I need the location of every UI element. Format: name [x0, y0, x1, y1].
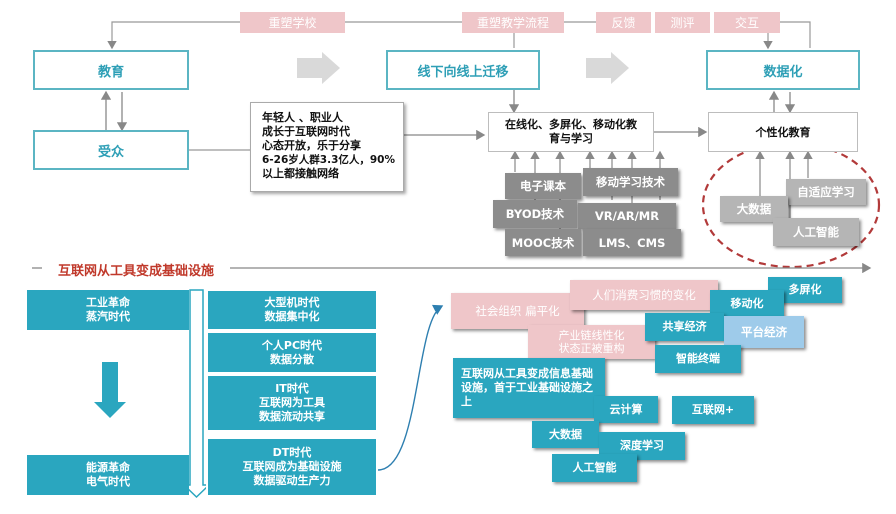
audience-line-2: 成长于互联网时代	[262, 125, 350, 138]
tag-mobile-learning: 移动学习技术	[583, 168, 678, 196]
audience-line-5: 以上都接触网络	[262, 167, 339, 180]
audience-line-1: 年轻人 、职业人	[262, 111, 343, 124]
cloud-sharing: 共享经济	[645, 313, 724, 341]
era-industrial: 工业革命 蒸汽时代	[27, 290, 189, 330]
box-audience: 受众	[33, 130, 189, 170]
era-energy: 能源革命 电气时代	[27, 455, 189, 495]
audience-line-3: 心态开放，乐于分享	[262, 139, 361, 152]
tag-assessment: 测评	[655, 12, 710, 33]
tag-bigdata-personal: 大数据	[720, 196, 788, 222]
tag-byod: BYOD技术	[493, 200, 577, 228]
cloud-internet-plus: 互联网+	[672, 396, 754, 424]
cloud-social-org: 社会组织 扁平化	[451, 293, 584, 329]
box-personalized: 个性化教育	[708, 112, 858, 152]
era-dt: DT时代 互联网成为基础设施 数据驱动生产力	[206, 437, 378, 497]
cloud-internet-info: 互联网从工具变成信息基础设施，首于工业基础设施之上	[453, 358, 605, 418]
tag-reshape-school: 重塑学校	[240, 12, 345, 33]
tag-mooc: MOOC技术	[505, 229, 581, 256]
tag-vr: VR/AR/MR	[578, 203, 676, 229]
cloud-cloud-computing: 云计算	[594, 396, 658, 423]
cloud-consumption: 人们消费习惯的变化	[570, 280, 718, 310]
box-online-multiscreen: 在线化、多屏化、移动化教育与学习	[488, 112, 654, 152]
box-digitization: 数据化	[706, 50, 860, 90]
box-education: 教育	[33, 50, 189, 90]
box-online-migration: 线下向线上迁移	[386, 50, 540, 90]
tag-adaptive-learning: 自适应学习	[786, 179, 866, 205]
tag-ai-personal: 人工智能	[773, 218, 859, 246]
tag-lms: LMS、CMS	[583, 229, 681, 256]
tag-reshape-teaching: 重塑教学流程	[462, 12, 564, 33]
tag-interaction: 交互	[714, 12, 780, 33]
era-pc: 个人PC时代 数据分散	[206, 331, 378, 374]
audience-line-4: 6-26岁人群3.3亿人，90%	[262, 154, 396, 166]
era-it: IT时代 互联网为工具 数据流动共享	[206, 374, 378, 432]
cloud-ai: 人工智能	[552, 454, 637, 482]
audience-description	[250, 102, 404, 192]
era-mainframe: 大型机时代 数据集中化	[206, 289, 378, 331]
cloud-bigdata: 大数据	[532, 421, 599, 448]
cloud-industry-chain: 产业链线性化 状态正被重构	[528, 325, 655, 359]
tag-feedback: 反馈	[596, 12, 651, 33]
axis-label: 互联网从工具变成基础设施	[52, 260, 221, 279]
cloud-terminal: 智能终端	[655, 345, 741, 373]
tag-ebook: 电子课本	[505, 173, 581, 199]
cloud-platform: 平台经济	[724, 316, 804, 348]
